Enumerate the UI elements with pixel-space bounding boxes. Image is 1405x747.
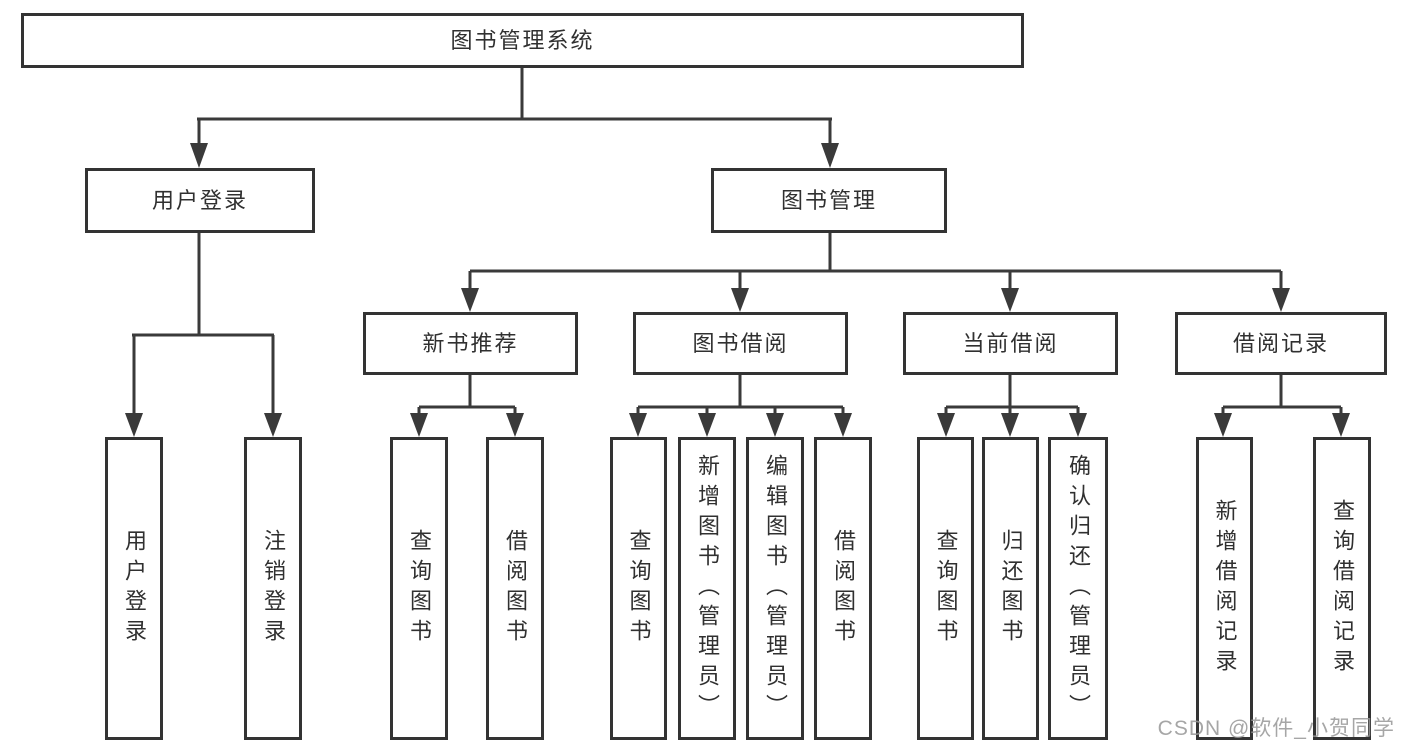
arrow-down-icon bbox=[834, 413, 852, 437]
leaf-confirm-return-admin: 确认归还（管理员） bbox=[1048, 437, 1108, 740]
leaf-label: 借阅图书 bbox=[503, 528, 528, 649]
leaf-query-books-borrow: 查询图书 bbox=[610, 437, 667, 740]
leaf-query-borrow-record: 查询借阅记录 bbox=[1313, 437, 1371, 740]
arrow-down-icon bbox=[190, 143, 208, 168]
node-borrow-records: 借阅记录 bbox=[1175, 312, 1387, 375]
arrow-down-icon bbox=[698, 413, 716, 437]
node-label: 用户登录 bbox=[151, 187, 248, 213]
leaf-label: 新增借阅记录 bbox=[1212, 498, 1238, 679]
leaf-label: 用户登录 bbox=[122, 528, 147, 649]
leaf-label: 确认归还（管理员） bbox=[1066, 453, 1091, 724]
leaf-label: 新增图书（管理员） bbox=[695, 453, 720, 724]
node-label: 图书借阅 bbox=[692, 330, 789, 356]
arrow-down-icon bbox=[1001, 288, 1019, 312]
node-label: 图书管理系统 bbox=[450, 27, 595, 53]
leaf-label: 查询图书 bbox=[626, 528, 652, 649]
leaf-return-books: 归还图书 bbox=[982, 437, 1039, 740]
node-label: 当前借阅 bbox=[962, 330, 1059, 356]
leaf-add-books-admin: 新增图书（管理员） bbox=[678, 437, 736, 740]
arrow-down-icon bbox=[410, 413, 428, 437]
leaf-logout: 注销登录 bbox=[244, 437, 302, 740]
arrow-down-icon bbox=[461, 288, 479, 312]
node-library-management-system: 图书管理系统 bbox=[21, 13, 1024, 68]
leaf-label: 查询图书 bbox=[407, 528, 432, 649]
arrow-down-icon bbox=[731, 288, 749, 312]
arrow-down-icon bbox=[1272, 288, 1290, 312]
arrow-down-icon bbox=[821, 143, 839, 168]
node-label: 借阅记录 bbox=[1232, 330, 1329, 356]
arrow-down-icon bbox=[1001, 413, 1019, 437]
arrow-down-icon bbox=[125, 413, 143, 437]
leaf-user-login: 用户登录 bbox=[105, 437, 163, 740]
leaf-label: 借阅图书 bbox=[831, 528, 856, 649]
leaf-label: 归还图书 bbox=[998, 528, 1024, 649]
node-label: 新书推荐 bbox=[422, 330, 519, 356]
leaf-query-books-current: 查询图书 bbox=[917, 437, 974, 740]
leaf-label: 查询图书 bbox=[933, 528, 959, 649]
leaf-add-borrow-record: 新增借阅记录 bbox=[1196, 437, 1253, 740]
arrow-down-icon bbox=[506, 413, 524, 437]
leaf-label: 查询借阅记录 bbox=[1330, 498, 1355, 679]
node-book-management: 图书管理 bbox=[711, 168, 947, 233]
arrow-down-icon bbox=[1214, 413, 1232, 437]
arrow-down-icon bbox=[1069, 413, 1087, 437]
node-current-borrow: 当前借阅 bbox=[903, 312, 1118, 375]
arrow-down-icon bbox=[766, 413, 784, 437]
leaf-borrow-books: 借阅图书 bbox=[814, 437, 872, 740]
arrow-down-icon bbox=[937, 413, 955, 437]
arrowheads bbox=[125, 143, 1350, 437]
arrow-down-icon bbox=[1332, 413, 1350, 437]
leaf-label: 注销登录 bbox=[261, 528, 286, 649]
leaf-query-books-recommend: 查询图书 bbox=[390, 437, 448, 740]
node-new-book-recommend: 新书推荐 bbox=[363, 312, 578, 375]
arrow-down-icon bbox=[629, 413, 647, 437]
leaf-label: 编辑图书（管理员） bbox=[763, 453, 788, 724]
node-label: 图书管理 bbox=[780, 187, 877, 213]
csdn-watermark: CSDN @软件_小贺同学 bbox=[1157, 717, 1395, 740]
leaf-borrow-books-recommend: 借阅图书 bbox=[486, 437, 544, 740]
arrow-down-icon bbox=[264, 413, 282, 437]
node-user-login: 用户登录 bbox=[85, 168, 315, 233]
node-book-borrow: 图书借阅 bbox=[633, 312, 848, 375]
leaf-edit-books-admin: 编辑图书（管理员） bbox=[746, 437, 804, 740]
